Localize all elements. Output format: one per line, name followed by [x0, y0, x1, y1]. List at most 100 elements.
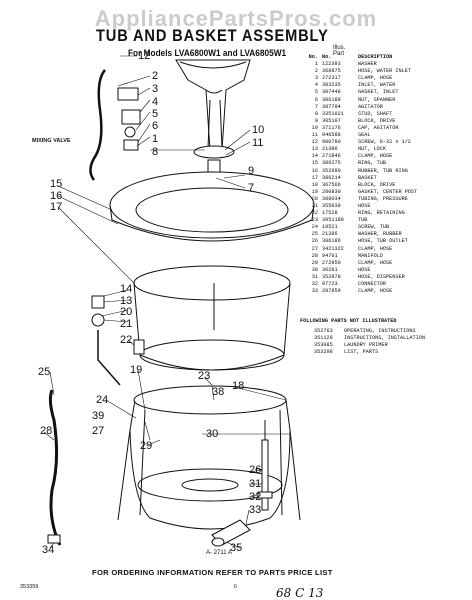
row-part-no: 386186 [322, 238, 341, 245]
row-part-no: 371176 [322, 124, 341, 131]
row-description: CLAMP, HOSE [358, 153, 393, 160]
row-description: BASKET [358, 174, 377, 181]
row-illus-no: 11 [311, 132, 318, 139]
row-illus-no: 26 [311, 238, 318, 245]
callout-number: 8 [152, 146, 159, 158]
row-illus-no: 14 [311, 153, 318, 160]
row-illus-no: 31 [311, 273, 318, 280]
row-part-no: 3351021 [322, 110, 344, 117]
drawing-number: A- 2711 A [206, 550, 232, 556]
callout-number: 26 [249, 464, 262, 476]
callout-number: 22 [120, 334, 133, 346]
row-description: WASHER [358, 61, 377, 68]
callout-number: 6 [152, 120, 159, 132]
row-part-no: 21386 [322, 146, 338, 153]
callout-number: 12 [138, 50, 151, 62]
row-part-no: 388034 [322, 195, 341, 202]
row-description: INSTRUCTIONS, INSTALLATION [344, 335, 425, 341]
row-part-no: 383235 [322, 82, 341, 89]
row-part-no: 387448 [322, 89, 341, 96]
water-inlet-assembly [89, 69, 141, 181]
callout-number: 4 [152, 96, 159, 108]
document-number: 353359 [20, 584, 39, 590]
pressure-tube-assembly [91, 295, 145, 386]
row-description: SEAL [358, 132, 371, 139]
row-description: GASKET, INLET [358, 89, 399, 96]
callout-number: 18 [232, 380, 245, 392]
parts-table-header-partno-top: Illus. [333, 45, 346, 51]
row-part-no: 3951180 [322, 217, 344, 224]
row-description: CONNECTOR [358, 281, 387, 287]
row-illus-no: 25 [311, 231, 318, 238]
parts-table-header-partno-bottom: Part [333, 51, 345, 57]
row-part-no: 368875 [322, 68, 341, 75]
not-illustrated-heading: FOLLOWING PARTS NOT ILLUSTRATED [300, 318, 397, 324]
row-description: OPERATING, INSTRUCTIONS [344, 328, 416, 334]
watermark: AppliancePartsPros.com [94, 6, 378, 31]
row-part-no: 94701 [322, 252, 338, 259]
row-part-no: 385107 [322, 117, 341, 124]
row-illus-no: 8 [314, 110, 318, 117]
row-illus-no: 13 [311, 146, 318, 153]
row-illus-no: 28 [311, 252, 318, 259]
row-part-no: 280830 [322, 188, 341, 195]
row-part-no: 3421322 [322, 245, 344, 252]
row-illus-no: 10 [311, 124, 318, 131]
col-description: DESCRIPTION [358, 54, 393, 60]
row-description: CLAMP, HOSE [358, 245, 393, 252]
row-description: AGITATOR [358, 103, 383, 110]
callout-number: 34 [42, 544, 55, 556]
row-part-no: 946588 [322, 132, 341, 139]
row-part-no: 122393 [322, 61, 341, 68]
parts-table-row: 11 946588 SEAL [300, 132, 470, 139]
callout-number: 2 [152, 70, 159, 82]
row-description: HOSE [358, 202, 371, 209]
row-illus-no: 3 [314, 75, 318, 82]
callout-number: 30 [206, 428, 219, 440]
callout-number: 32 [249, 491, 262, 503]
callout-number: 24 [96, 394, 109, 406]
callout-number: 38 [212, 386, 225, 398]
callout-number: 28 [40, 425, 53, 437]
row-description: SCREW, 8-32 x 1/2 [358, 139, 411, 146]
row-illus-no: 4 [314, 82, 318, 89]
tub-part [117, 385, 301, 530]
callout-number: 23 [198, 370, 211, 382]
row-illus-no: 32 [311, 281, 318, 287]
row-illus-no: 27 [311, 245, 318, 252]
parts-table-header-partno: Illus. Part [333, 45, 345, 57]
callout-number: 15 [50, 178, 63, 190]
callout-number: 20 [120, 306, 133, 318]
row-description: NUT, LOCK [358, 146, 387, 153]
row-description: CLAMP, HOSE [358, 288, 393, 295]
callout-number: 25 [38, 366, 51, 378]
row-illus-no: 15 [311, 160, 318, 167]
row-description: INLET, WATER [358, 82, 396, 89]
row-illus-no: 12 [311, 139, 318, 146]
callout-number: 5 [152, 108, 159, 120]
row-illus-no: 33 [311, 288, 318, 295]
row-part-no: 387794 [322, 103, 341, 110]
callout-number: 35 [230, 542, 243, 554]
row-description: LAUNDRY PRIMER [344, 342, 388, 348]
callout-number: 13 [120, 295, 133, 307]
callout-number: 3 [152, 83, 159, 95]
row-description: MANIFOLD [358, 252, 383, 259]
row-description: CLAMP, HOSE [358, 75, 393, 82]
